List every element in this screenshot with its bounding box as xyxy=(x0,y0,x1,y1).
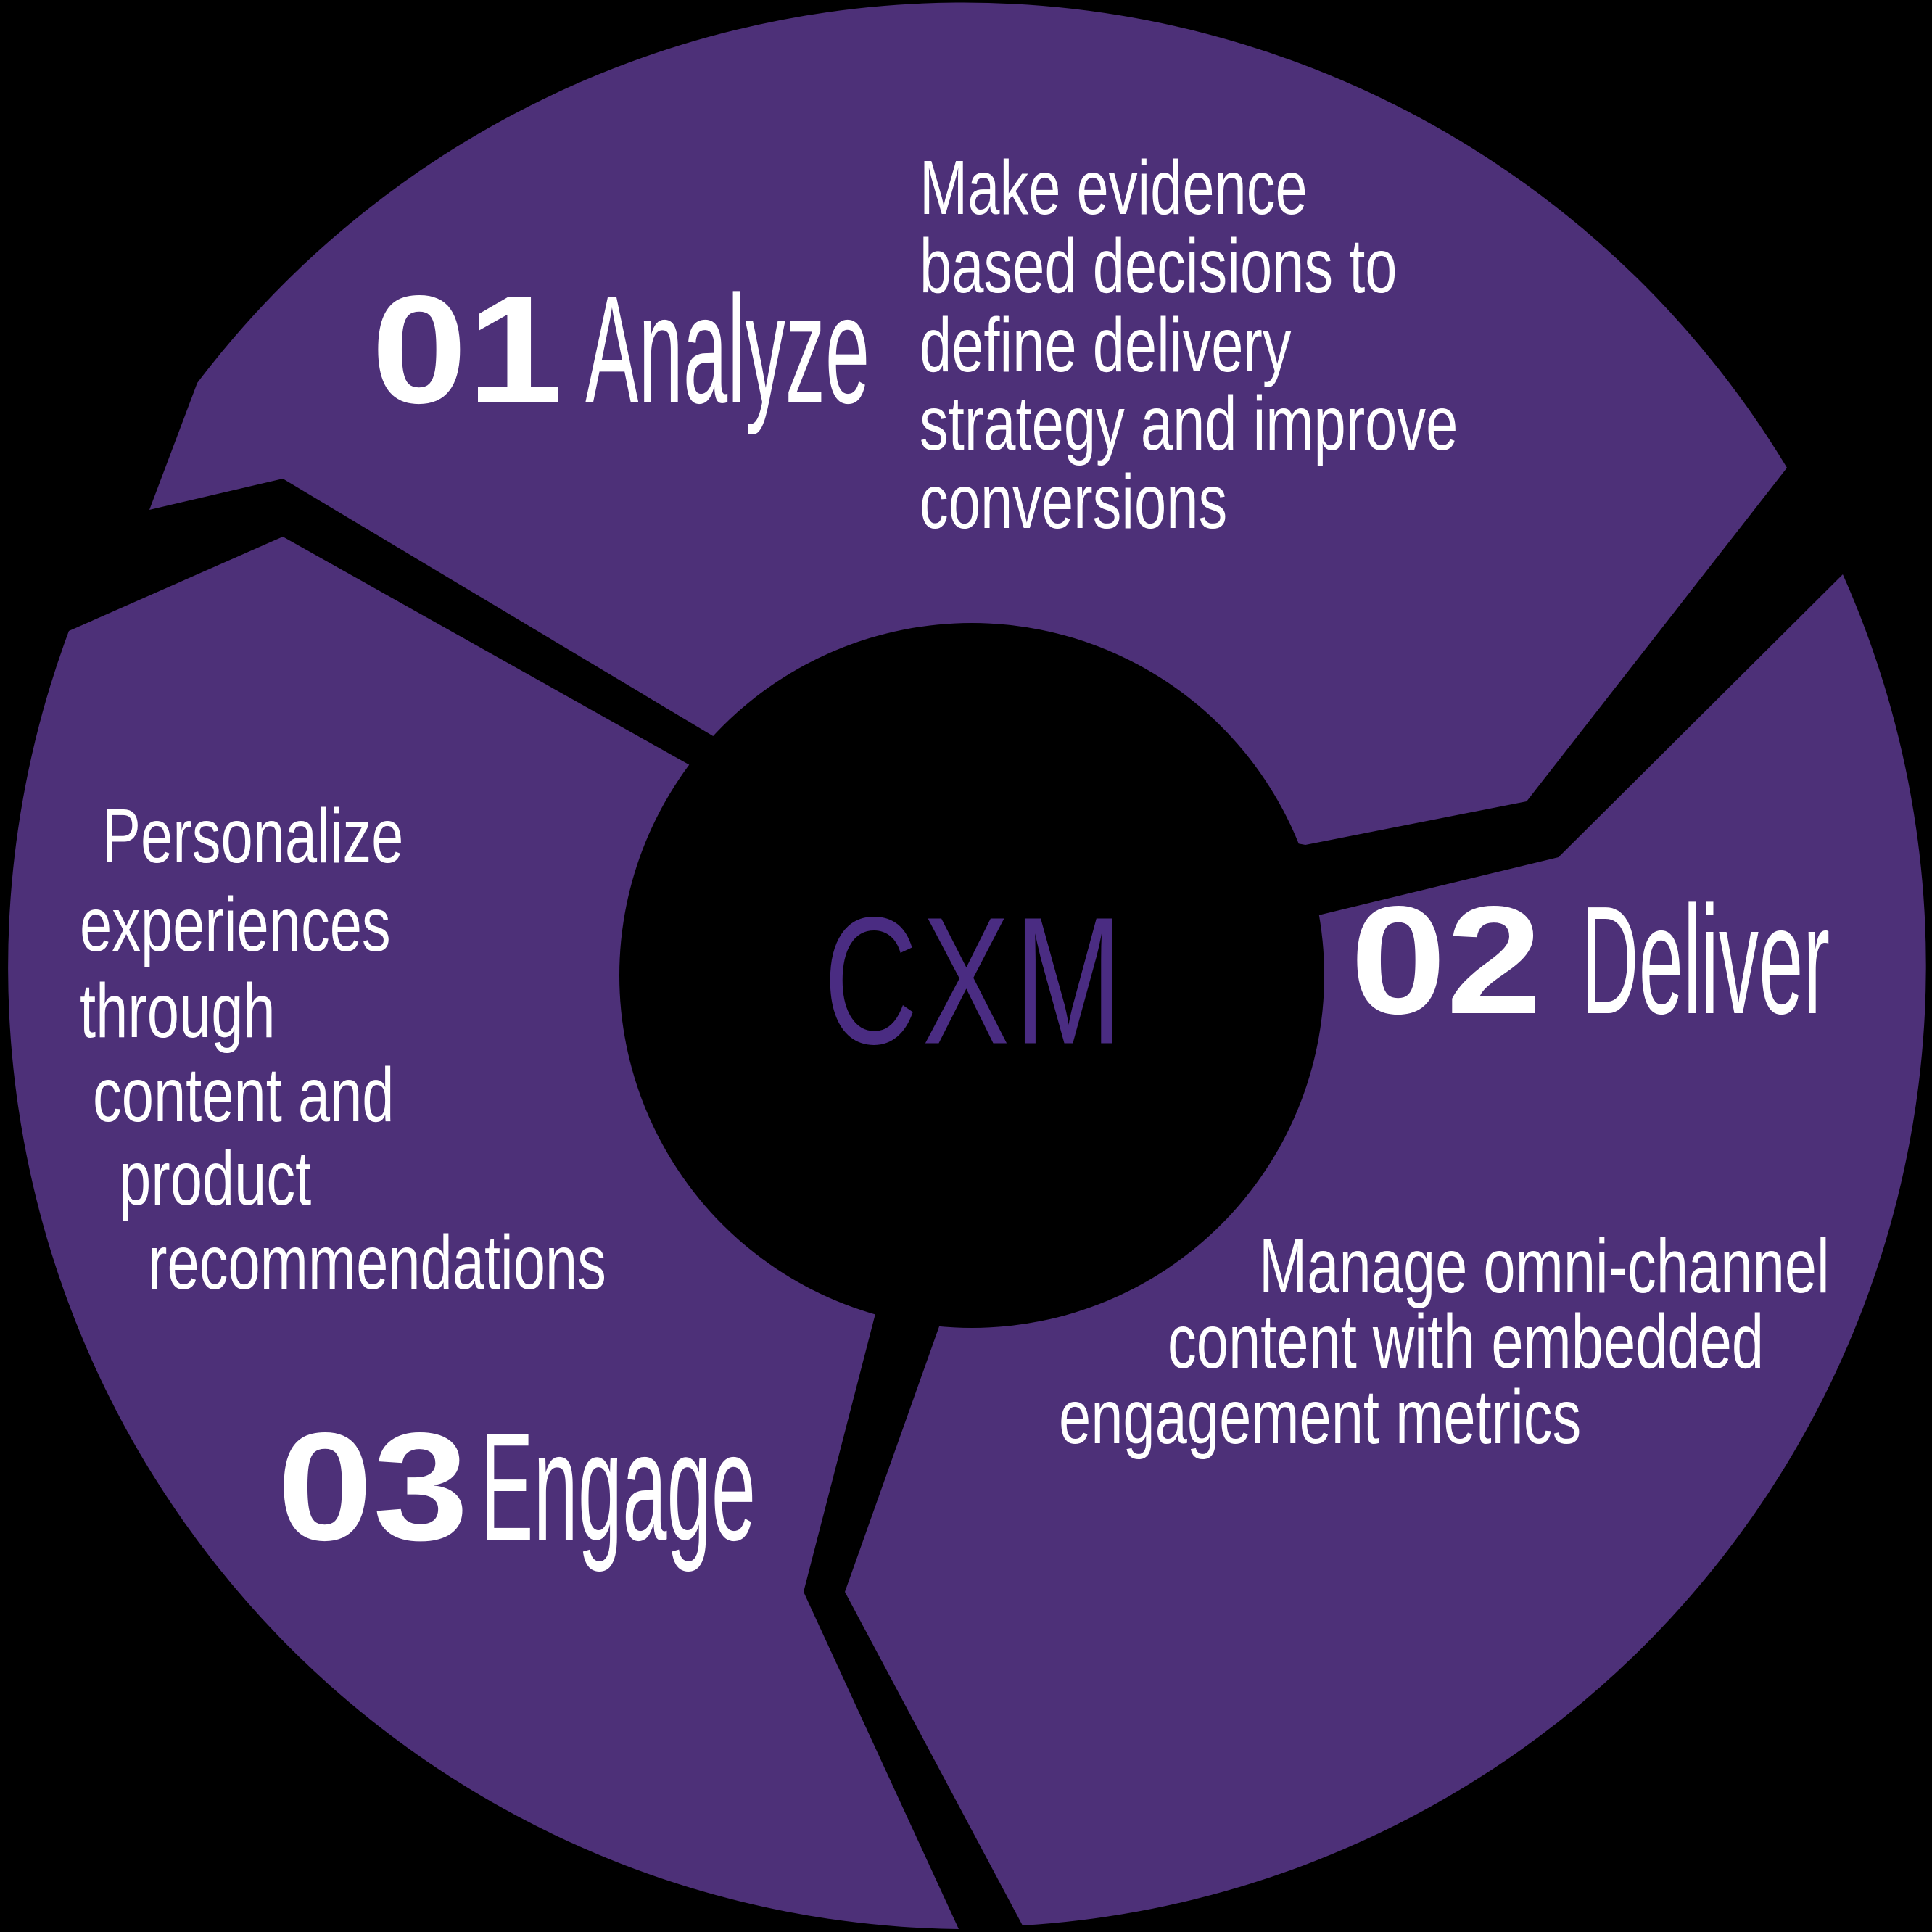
engage-desc-line-5: product xyxy=(119,1136,312,1221)
step-name-deliver: Deliver xyxy=(1581,874,1830,1046)
analyze-desc-line-4: strategy and improve xyxy=(920,381,1458,466)
analyze-desc-line-3: define delivery xyxy=(920,302,1292,388)
step-name-analyze: Analyze xyxy=(585,263,870,435)
segment-analyze-shape xyxy=(149,2,1787,845)
engage-desc-line-6: recommendations xyxy=(148,1220,606,1305)
step-number-analyze: 01 xyxy=(371,263,564,435)
center-hub-circle xyxy=(619,623,1324,1328)
analyze-desc-line-2: based decisions to xyxy=(920,223,1398,309)
engage-desc-line-1: Personalize xyxy=(102,793,404,879)
engage-desc-line-3: through xyxy=(80,968,276,1054)
deliver-desc-line-2: content with embedded xyxy=(1168,1299,1764,1384)
step-number-deliver: 02 xyxy=(1350,874,1543,1046)
segment-deliver-shape xyxy=(845,574,1926,1925)
deliver-desc-line-1: Manage omni-channel xyxy=(1259,1223,1830,1309)
analyze-desc-line-1: Make evidence xyxy=(920,145,1308,231)
engage-desc-line-4: content and xyxy=(93,1052,395,1138)
analyze-desc-line-5: conversions xyxy=(920,459,1228,545)
step-number-engage: 03 xyxy=(277,1400,469,1572)
deliver-desc-line-3: engagement metrics xyxy=(1059,1374,1582,1460)
engage-desc-line-2: experiences xyxy=(80,882,391,967)
center-label-cxm: CXM xyxy=(823,879,1128,1082)
step-name-engage: Engage xyxy=(480,1400,756,1572)
